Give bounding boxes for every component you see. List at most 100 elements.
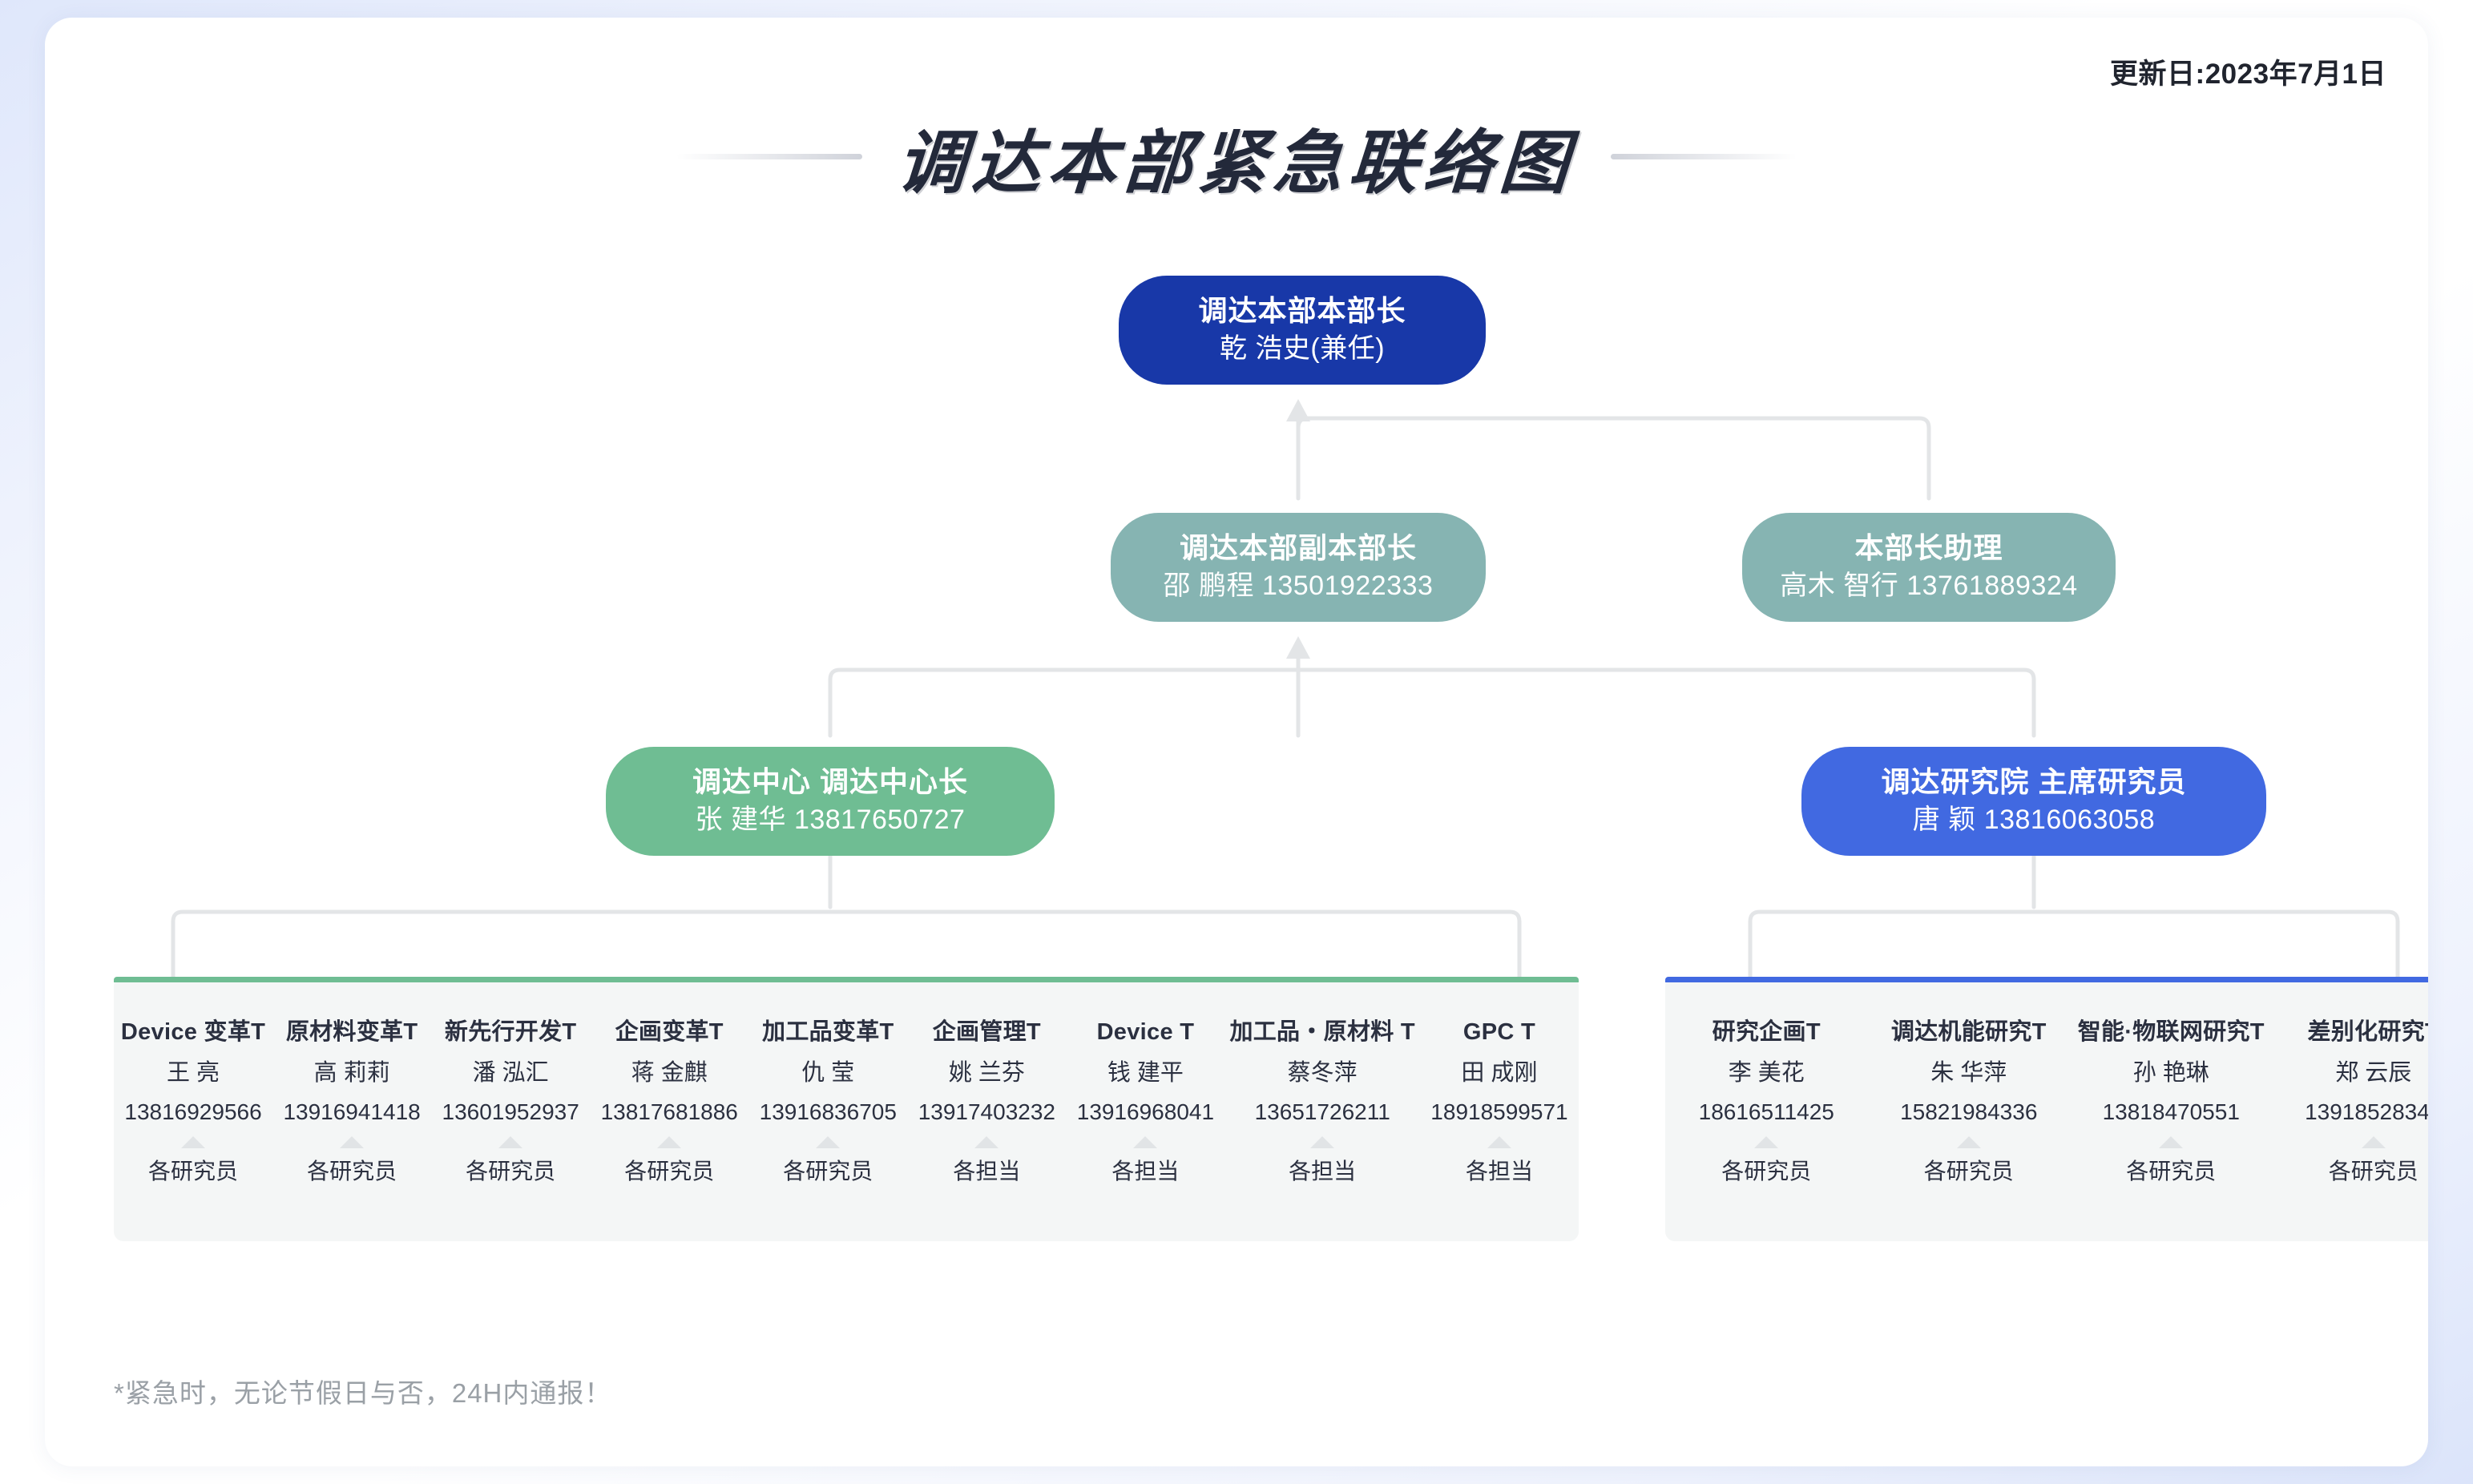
leaf-team[interactable]: 企画变革T 蒋 金麒 13817681886 各研究员 [590,1018,748,1185]
leaf-role-label: 各研究员 [2126,1159,2217,1184]
leaf-phone-number[interactable]: 13917403232 [918,1099,1055,1124]
node-procurement-center[interactable]: 调达中心 调达中心长 张 建华 13817650727 [606,747,1055,856]
up-triangle-icon [498,1136,523,1149]
leaf-phone-number[interactable]: 13651726211 [1254,1099,1390,1124]
leaf-title: 原材料变革T [285,1019,418,1045]
leaf-person-name: 田 成刚 [1461,1059,1538,1086]
leaf-team[interactable]: 新先行开发T 潘 泓汇 13601952937 各研究员 [431,1018,590,1185]
node-head-of-department[interactable]: 调达本部本部长 乾 浩史(兼任) [1119,276,1486,385]
leaf-person-name: 潘 泓汇 [472,1059,549,1086]
leaf-role-label: 各研究员 [307,1159,397,1184]
node-subtitle: 张 建华 13817650727 [695,805,966,836]
wire-bracket-level3 [828,667,2036,738]
leaf-title: 差别化研究T [2307,1019,2428,1045]
node-subtitle: 邵 鹏程 13501922333 [1163,571,1434,602]
leaf-person-name: 李 美花 [1728,1059,1805,1086]
up-triangle-icon [974,1136,999,1149]
leaf-role-label: 各研究员 [783,1159,873,1184]
node-title: 本部长助理 [1854,531,2003,565]
leaf-team[interactable]: 原材料变革T 高 莉莉 13916941418 各研究员 [272,1018,431,1185]
node-subtitle: 唐 颖 13816063058 [1912,805,2156,836]
leaf-phone-number[interactable]: 18918599571 [1430,1099,1568,1124]
up-triangle-icon [2159,1136,2184,1149]
leaf-person-name: 钱 建平 [1107,1059,1184,1086]
leaf-person-name: 王 亮 [167,1059,220,1086]
leaf-phone-number[interactable]: 13817681886 [600,1099,738,1124]
leaf-person-name: 孙 艳琳 [2132,1059,2209,1086]
leaf-role-label: 各担当 [1465,1159,1533,1184]
leaf-title: 加工品变革T [762,1019,894,1045]
leaf-phone-number[interactable]: 13818470551 [2102,1099,2240,1124]
leaf-title: 加工品・原材料 T [1229,1019,1415,1045]
leaf-phone-number[interactable]: 13816929566 [124,1099,262,1124]
leaf-title: 企画管理T [932,1019,1041,1045]
leaf-team[interactable]: 研究企画T 李 美花 18616511425 各研究员 [1665,1018,1868,1185]
wire-bracket-level2 [1296,416,1931,501]
leaf-title: Device 变革T [120,1019,266,1045]
title-rule-left [676,153,862,159]
leaf-team[interactable]: Device 变革T 王 亮 13816929566 各研究员 [114,1018,272,1185]
panel-accent-bar [1665,977,2428,982]
leaf-role-label: 各担当 [1111,1159,1180,1184]
leaf-team[interactable]: 加工品变革T 仇 莹 13916836705 各研究员 [748,1018,907,1185]
leaf-person-name: 蔡冬萍 [1287,1059,1358,1086]
leaf-phone-number[interactable]: 13916968041 [1076,1099,1215,1124]
leaf-phone-number[interactable]: 13918528348 [2305,1099,2428,1124]
leaf-role-label: 各研究员 [1721,1159,1812,1184]
up-triangle-icon [340,1136,365,1149]
leaf-title: Device T [1096,1019,1195,1045]
up-triangle-icon [1754,1136,1779,1149]
leaf-person-name: 蒋 金麒 [631,1059,708,1086]
leaf-role-label: 各研究员 [466,1159,556,1184]
up-triangle-icon [181,1136,206,1149]
node-deputy-head[interactable]: 调达本部副本部长 邵 鹏程 13501922333 [1111,513,1486,622]
leaf-title: 研究企画T [1712,1019,1821,1045]
node-assistant[interactable]: 本部长助理 高木 智行 13761889324 [1742,513,2116,622]
node-title: 调达本部副本部长 [1179,531,1417,565]
node-subtitle: 高木 智行 13761889324 [1780,571,2078,602]
leaf-role-label: 各研究员 [2328,1159,2419,1184]
arrowhead-to-head [1286,399,1310,421]
up-triangle-icon [1487,1136,1511,1149]
leaf-phone-number[interactable]: 18616511425 [1698,1099,1834,1124]
leaf-phone-number[interactable]: 15821984336 [1900,1099,2038,1124]
leaf-team[interactable]: Device T 钱 建平 13916968041 各担当 [1066,1018,1224,1185]
up-triangle-icon [1310,1136,1335,1149]
leaf-title: 企画变革T [615,1019,724,1045]
panel-accent-bar [114,977,1579,982]
leaf-title: 新先行开发T [444,1019,577,1045]
up-triangle-icon [1956,1136,1981,1149]
wire-bracket-right-group [1748,909,2400,979]
up-triangle-icon [1133,1136,1158,1149]
leaf-team[interactable]: 差别化研究T 郑 云辰 13918528348 各研究员 [2273,1018,2428,1185]
leaf-role-label: 各研究员 [1923,1159,2014,1184]
leaf-title: 调达机能研究T [1890,1019,2047,1045]
leaf-phone-number[interactable]: 13916941418 [283,1099,421,1124]
title-block: 调达本部紧急联络图 [45,104,2428,208]
leaf-role-label: 各研究员 [624,1159,715,1184]
node-title: 调达本部本部长 [1198,294,1406,328]
leaf-role-label: 各研究员 [148,1159,239,1184]
leaf-person-name: 姚 兰芬 [948,1059,1025,1086]
footnote-text: *紧急时，无论节假日与否，24H内通报！ [114,1378,612,1408]
up-triangle-icon [816,1136,841,1149]
node-title: 调达研究院 主席研究员 [1881,765,2187,799]
node-research-institute[interactable]: 调达研究院 主席研究员 唐 颖 13816063058 [1801,747,2266,856]
leaf-panel-procurement-center: Device 变革T 王 亮 13816929566 各研究员 原材料变革T 高 莉莉 13… [114,977,1579,1241]
connector-lines [171,399,2400,979]
leaf-person-name: 高 莉莉 [313,1059,390,1086]
leaf-person-name: 仇 莹 [801,1059,855,1086]
up-triangle-icon [657,1136,682,1149]
leaf-phone-number[interactable]: 13601952937 [442,1099,579,1124]
leaf-person-name: 郑 云辰 [2335,1059,2412,1086]
up-triangle-icon [2361,1136,2386,1149]
leaf-phone-number[interactable]: 13916836705 [759,1099,897,1124]
